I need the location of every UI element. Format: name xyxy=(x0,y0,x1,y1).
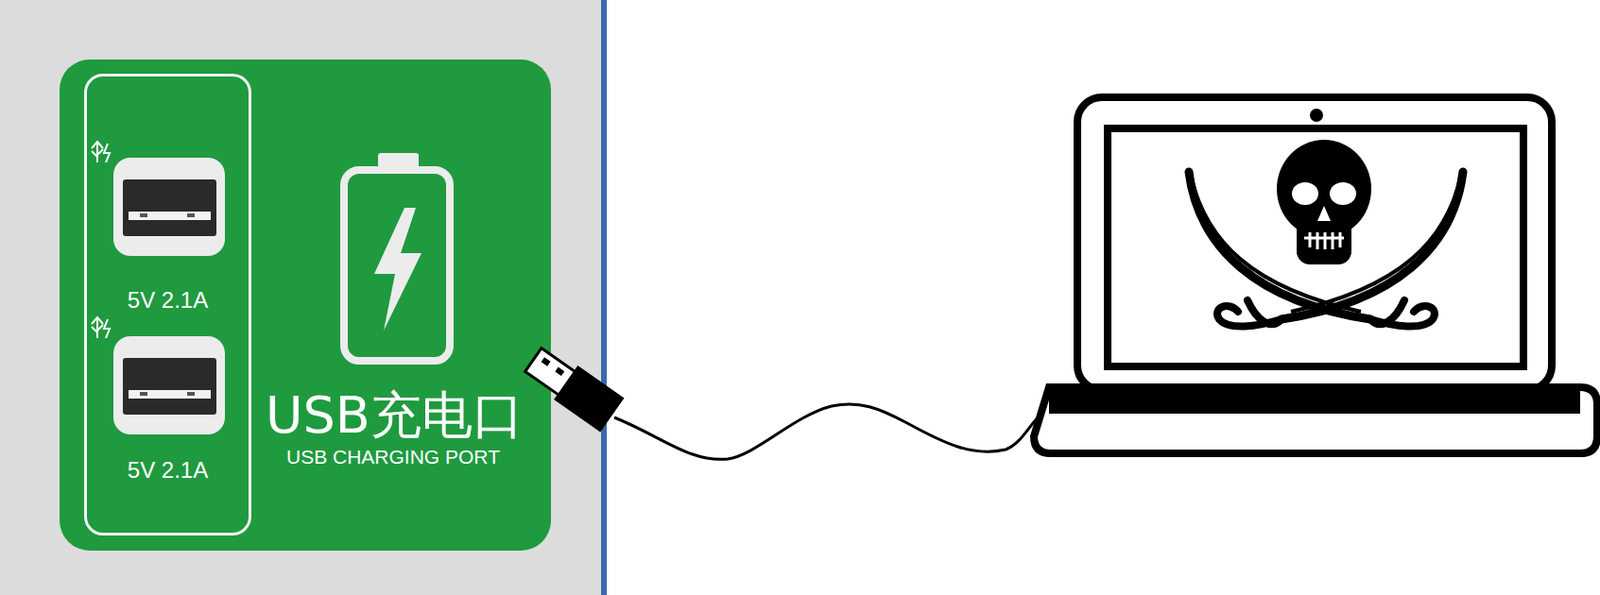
port-rating: 5V 2.1A xyxy=(86,459,249,482)
wall-photo xyxy=(0,0,605,595)
panel-title: USB充电口 xyxy=(265,390,521,442)
cable xyxy=(614,404,1040,460)
usb-plug xyxy=(521,343,625,433)
panel-subtitle: USB CHARGING PORT xyxy=(275,447,512,467)
port-rating: 5V 2.1A xyxy=(86,289,249,312)
panel-edge xyxy=(601,0,607,595)
battery-icon xyxy=(344,153,450,362)
charging-panel: USB充电口 USB CHARGING PORT 5V 2.1A 5V 2.1A xyxy=(59,59,551,551)
usb-port xyxy=(113,157,225,257)
laptop xyxy=(1033,97,1598,454)
usb-port xyxy=(113,336,225,435)
usb-symbol xyxy=(91,141,110,339)
port-group: 5V 2.1A 5V 2.1A xyxy=(84,73,252,536)
skull-crossbones xyxy=(1188,139,1463,327)
